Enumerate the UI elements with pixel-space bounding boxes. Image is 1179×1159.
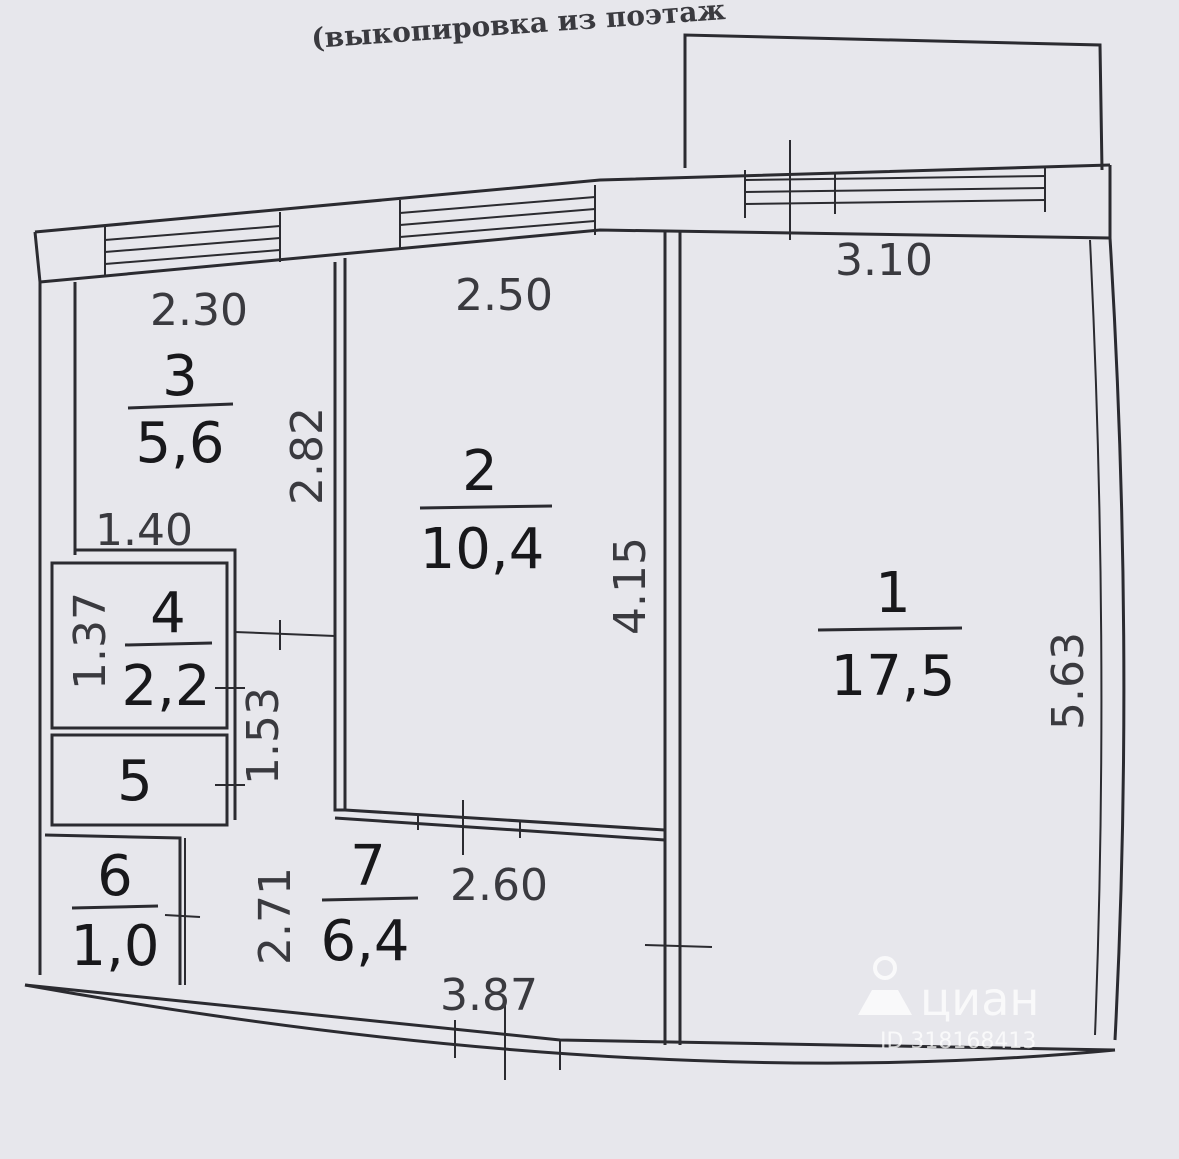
room-5-outline bbox=[50, 733, 229, 827]
dim-bottom-3-87: 3.87 bbox=[440, 970, 538, 1021]
cian-watermark: циан ID 318168413 bbox=[858, 956, 1039, 1054]
room-4-outline bbox=[50, 561, 229, 730]
room-5-label: 5 bbox=[117, 749, 153, 814]
dim-room1-width: 3.10 bbox=[835, 235, 933, 286]
location-pin-icon bbox=[858, 956, 912, 1015]
room-7-label: 7 6,4 bbox=[320, 834, 419, 974]
svg-text:10,4: 10,4 bbox=[420, 517, 545, 582]
room-6-label: 6 1,0 bbox=[70, 844, 159, 979]
svg-text:2,2: 2,2 bbox=[121, 654, 210, 719]
dim-room4-width: 1.40 bbox=[95, 505, 193, 556]
svg-text:5,6: 5,6 bbox=[135, 411, 224, 476]
svg-text:1: 1 bbox=[875, 561, 911, 626]
room-3-label: 3 5,6 bbox=[127, 344, 234, 476]
wall-room3-room2 bbox=[333, 258, 347, 812]
dim-room1-length: 5.63 bbox=[1043, 632, 1094, 730]
dim-room7-length: 2.71 bbox=[250, 867, 301, 965]
dim-room3-length: 2.82 bbox=[282, 407, 333, 505]
window-room-3 bbox=[104, 212, 281, 276]
svg-text:7: 7 bbox=[350, 834, 386, 899]
svg-text:4: 4 bbox=[150, 581, 186, 646]
svg-text:ID 318168413: ID 318168413 bbox=[880, 1029, 1036, 1054]
wall-room2-room1 bbox=[663, 230, 682, 1045]
svg-text:1,0: 1,0 bbox=[70, 914, 159, 979]
dim-room2-length: 4.15 bbox=[605, 537, 656, 635]
exterior-top-wall-inner bbox=[39, 228, 1111, 284]
window-room-2 bbox=[399, 185, 596, 250]
svg-text:5: 5 bbox=[117, 749, 153, 814]
room-4-label: 4 2,2 bbox=[121, 581, 213, 719]
svg-text:6,4: 6,4 bbox=[320, 909, 409, 974]
balcony-outline bbox=[683, 33, 1104, 171]
dim-room3-width: 2.30 bbox=[150, 285, 248, 336]
dim-corridor-1-53: 1.53 bbox=[238, 687, 289, 785]
exterior-top-wall-outer bbox=[34, 163, 1111, 234]
exterior-right-wall bbox=[1108, 237, 1126, 1041]
svg-text:2: 2 bbox=[462, 439, 498, 504]
dim-room2-width: 2.50 bbox=[455, 270, 553, 321]
dim-room7-width: 2.60 bbox=[450, 860, 548, 911]
wall-room3-bottom bbox=[75, 548, 237, 820]
balcony-door-window bbox=[744, 140, 1046, 240]
svg-text:циан: циан bbox=[920, 972, 1039, 1026]
room-2-label: 2 10,4 bbox=[420, 439, 553, 582]
wall-room2-bottom bbox=[334, 808, 666, 842]
svg-text:3: 3 bbox=[162, 344, 198, 409]
room-6-outline bbox=[44, 833, 182, 985]
svg-text:6: 6 bbox=[97, 844, 133, 909]
plan-subtitle: (выкопировка из поэтаж bbox=[310, 0, 726, 55]
svg-text:17,5: 17,5 bbox=[831, 644, 956, 709]
dim-room4-length: 1.37 bbox=[65, 592, 116, 690]
room-1-label: 1 17,5 bbox=[817, 561, 963, 709]
